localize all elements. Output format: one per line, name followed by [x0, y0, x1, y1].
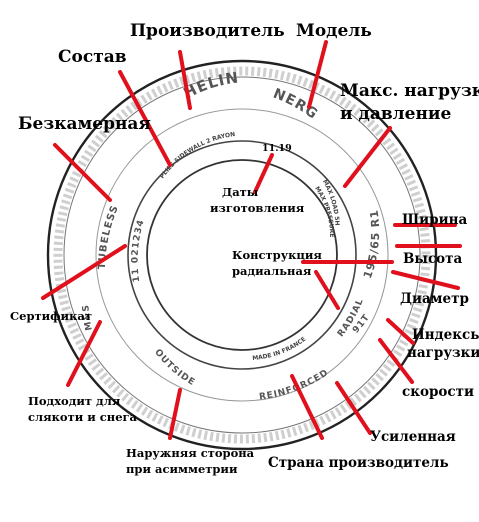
label-manufacturer: Производитель: [130, 21, 285, 41]
label-dates-2: изготовления: [210, 201, 305, 215]
label-outside-1: Наружняя сторона: [126, 446, 255, 460]
arrow-speed: [378, 338, 414, 384]
arrow-model: [307, 40, 328, 109]
label-load-index-2: нагрузки: [407, 345, 479, 361]
sidewall-groove: [95, 108, 389, 402]
pointer-arrows: [41, 40, 462, 440]
tread-inner-edge: [63, 76, 421, 434]
label-load-index-1: Индексы: [412, 327, 479, 343]
label-certificate: Сертификат: [10, 309, 92, 323]
arrow-dates: [253, 153, 274, 194]
label-mud-snow-2: слякоти и снега: [28, 410, 138, 424]
arrow-max-load: [343, 126, 392, 188]
label-diameter: Диаметр: [400, 291, 469, 307]
arrow-certificate: [41, 244, 127, 300]
tread-band: [53, 66, 431, 444]
label-max-load-1: Макс. нагрузка: [340, 81, 479, 101]
label-model: Модель: [296, 21, 372, 41]
arrow-reinforced: [335, 381, 372, 435]
bead-outer: [127, 140, 357, 370]
arrow-manufacturer: [178, 50, 192, 110]
label-dates-1: Даты: [222, 185, 259, 199]
arrow-composition: [118, 70, 172, 167]
arrow-tubeless: [53, 143, 112, 202]
arrow-mud-snow: [66, 320, 102, 387]
arrow-outside: [168, 388, 182, 440]
label-speed: скорости: [402, 384, 474, 400]
tire-date-code: 11.19: [262, 143, 292, 154]
rim-opening: [146, 159, 338, 351]
label-country: Страна производитель: [268, 455, 449, 471]
arrow-diameter: [391, 270, 460, 290]
label-width: Ширина: [402, 212, 467, 228]
arrow-radial: [314, 270, 340, 310]
arrow-country: [290, 374, 324, 440]
label-max-load-2: и давление: [340, 104, 452, 124]
label-composition: Состав: [58, 47, 127, 67]
label-mud-snow-1: Подходит для: [28, 394, 121, 408]
tire: [46, 59, 438, 451]
label-tubeless: Безкамерная: [18, 114, 151, 134]
label-construction-1: Конструкция: [232, 248, 322, 262]
label-outside-2: при асимметрии: [126, 462, 238, 476]
tire-mud-snow: M&S: [81, 304, 95, 332]
arrow-load-index: [386, 318, 415, 345]
label-reinforced: Усиленная: [370, 429, 456, 445]
label-height: Высота: [403, 251, 463, 267]
label-construction-2: радиальная: [232, 264, 312, 278]
